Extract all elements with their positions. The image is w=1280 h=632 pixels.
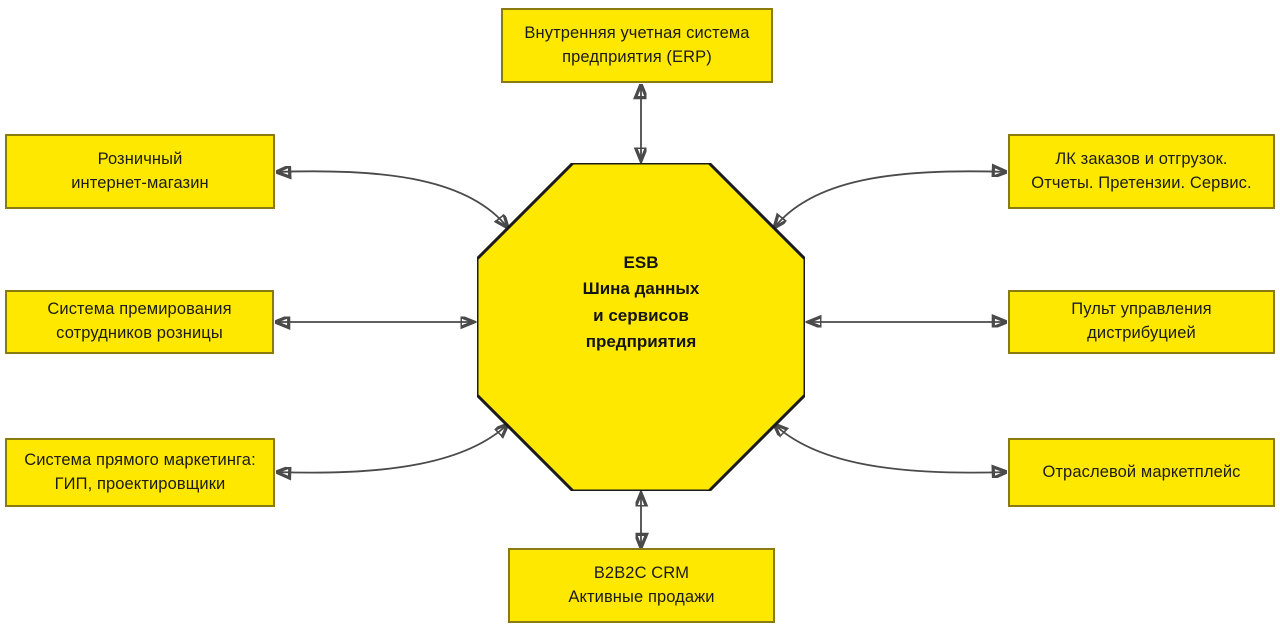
node-marketplace-label: Отраслевой маркетплейс [1042,462,1241,481]
node-distribution-console[interactable]: Пульт управления дистрибуцией [1008,290,1275,354]
node-bonus-system-label: Система премирования сотрудников розницы [47,300,232,342]
node-retail-shop[interactable]: Розничный интернет-магазин [5,134,275,209]
node-crm-label: B2B2C CRM Активные продажи [568,563,715,606]
node-direct-marketing-label: Система прямого маркетинга: ГИП, проекти… [24,450,256,493]
node-crm[interactable]: B2B2C CRM Активные продажи [508,548,775,623]
edge-retail-shop-hub [276,171,508,228]
node-distribution-console-label: Пульт управления дистрибуцией [1071,300,1212,342]
node-orders-cabinet-label: ЛК заказов и отгрузок. Отчеты. Претензии… [1031,149,1252,192]
node-retail-shop-label: Розничный интернет-магазин [71,149,209,192]
node-marketplace[interactable]: Отраслевой маркетплейс [1008,438,1275,507]
node-orders-cabinet[interactable]: ЛК заказов и отгрузок. Отчеты. Претензии… [1008,134,1275,209]
edge-marketplace-hub [774,424,1007,473]
node-bonus-system[interactable]: Система премирования сотрудников розницы [5,290,274,354]
esb-hub-shape [477,163,805,491]
node-direct-marketing[interactable]: Система прямого маркетинга: ГИП, проекти… [5,438,275,507]
edge-orders-cabinet-hub [774,171,1007,228]
edge-direct-marketing-hub [276,424,508,473]
node-erp[interactable]: Внутренняя учетная система предприятия (… [501,8,773,83]
node-erp-label: Внутренняя учетная система предприятия (… [524,23,750,66]
